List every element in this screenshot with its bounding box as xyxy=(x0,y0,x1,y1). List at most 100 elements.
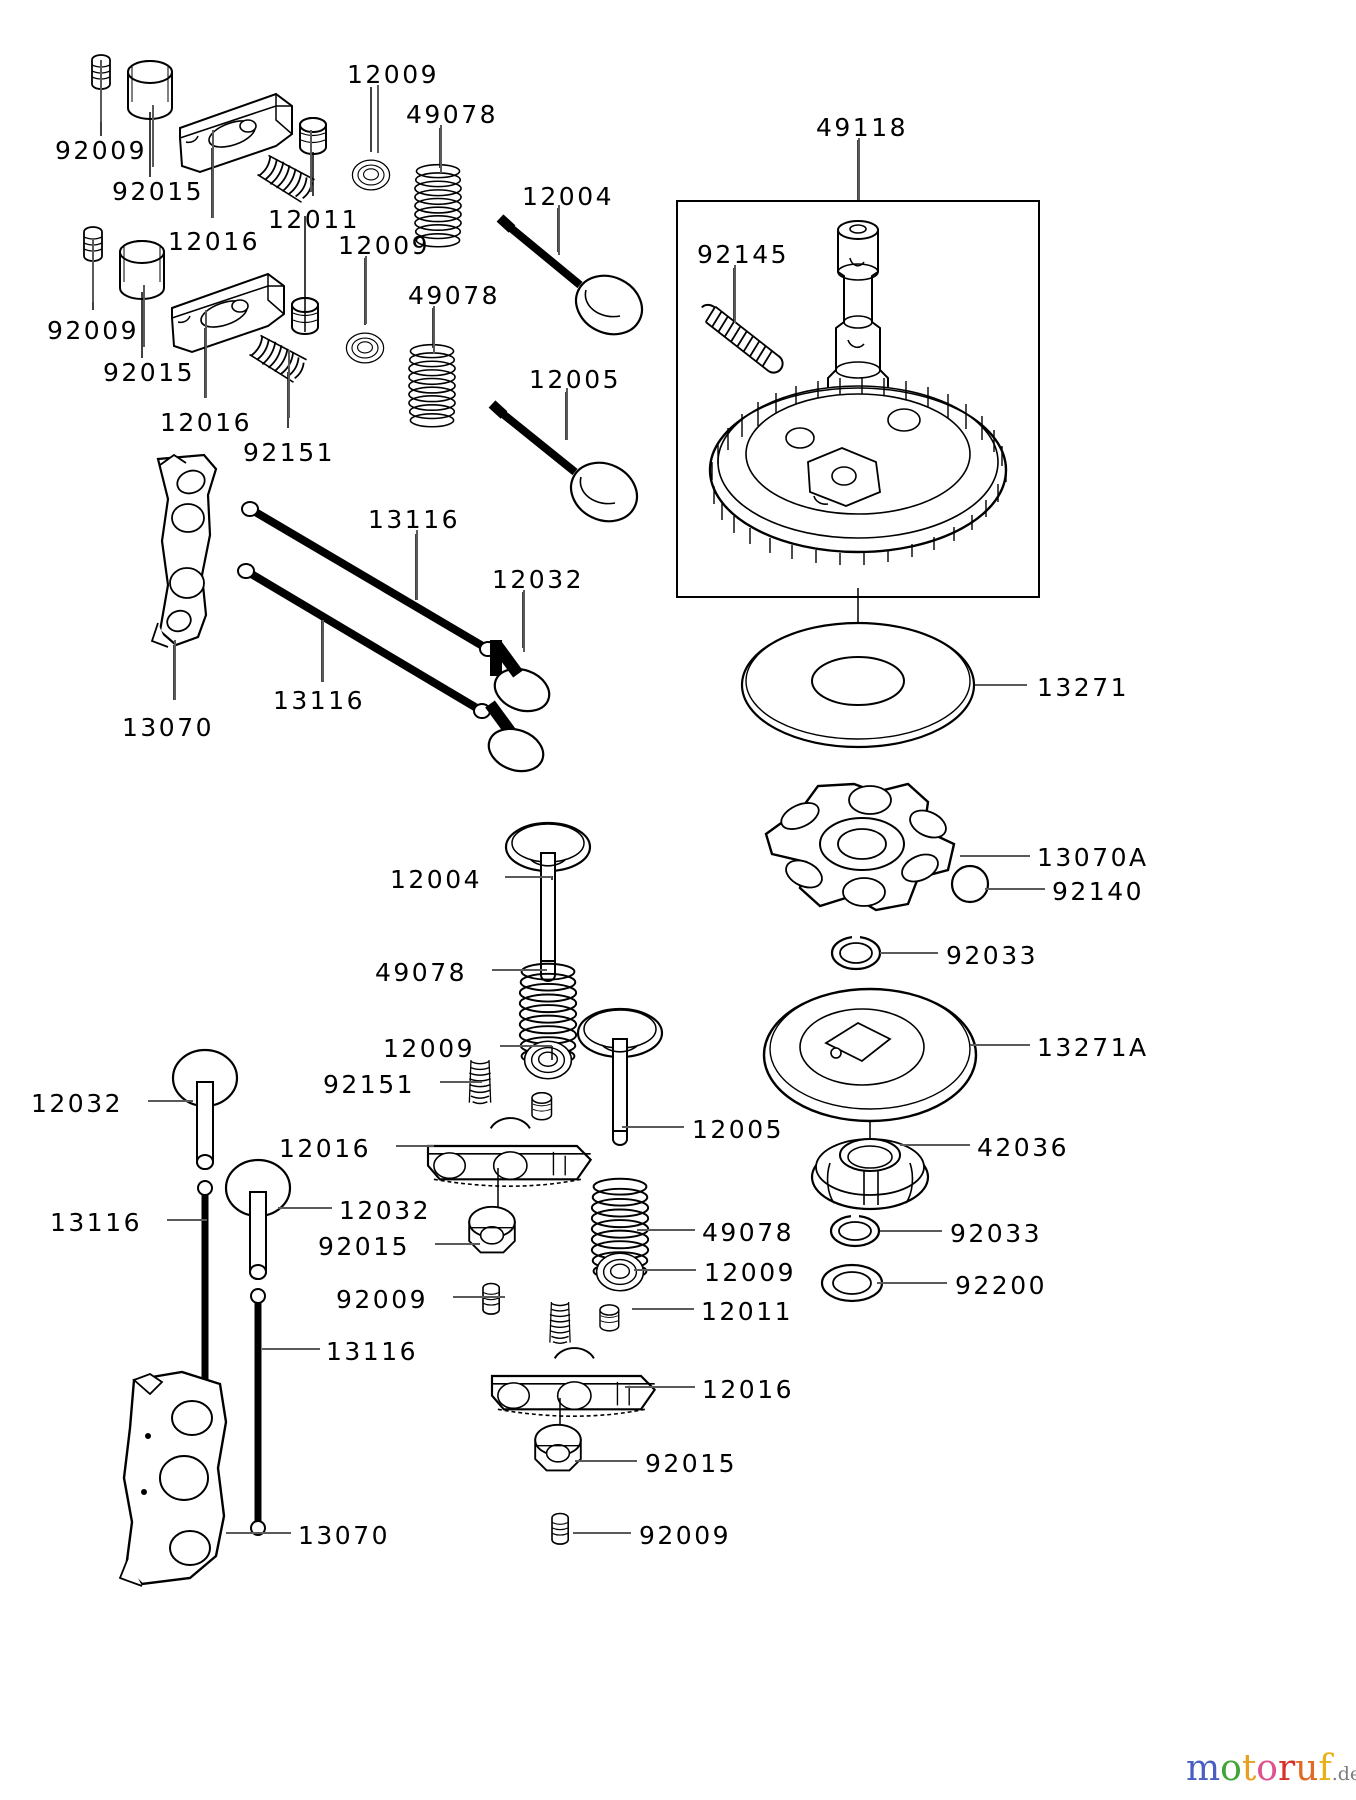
part-label-12011: 12011 xyxy=(701,1297,794,1326)
part-label-12016: 12016 xyxy=(702,1375,795,1404)
leader-line xyxy=(523,590,525,652)
leader-line xyxy=(970,1044,1030,1046)
part-label-92033: 92033 xyxy=(950,1219,1043,1248)
watermark-letter: f xyxy=(1318,1748,1332,1789)
leader-line xyxy=(365,256,367,324)
part-label-12005: 12005 xyxy=(692,1115,785,1144)
leader-line xyxy=(262,1348,320,1350)
watermark-letter: m xyxy=(1186,1748,1221,1789)
part-label-12009: 12009 xyxy=(338,231,431,260)
leader-line xyxy=(152,105,154,167)
part-label-13070: 13070 xyxy=(122,713,215,742)
leader-line xyxy=(322,620,324,682)
part-label-13271a: 13271A xyxy=(1037,1033,1149,1062)
leader-line xyxy=(558,205,560,255)
leader-line xyxy=(377,85,379,153)
part-label-92009: 92009 xyxy=(639,1521,732,1550)
watermark-letter: o xyxy=(1220,1748,1242,1789)
part-label-12016: 12016 xyxy=(160,408,253,437)
part-label-12009: 12009 xyxy=(704,1258,797,1287)
watermark-suffix: .de xyxy=(1331,1763,1356,1785)
part-label-12011: 12011 xyxy=(268,205,361,234)
watermark-letter: u xyxy=(1295,1748,1319,1789)
part-label-12004: 12004 xyxy=(522,182,615,211)
part-label-92151: 92151 xyxy=(323,1070,416,1099)
leader-line xyxy=(148,1100,193,1102)
part-label-12032: 12032 xyxy=(31,1089,124,1118)
part-label-92200: 92200 xyxy=(955,1271,1048,1300)
part-label-12032: 12032 xyxy=(339,1196,432,1225)
leader-line xyxy=(440,1081,482,1083)
leader-line xyxy=(212,130,214,218)
part-label-13116: 13116 xyxy=(368,505,461,534)
part-label-12005: 12005 xyxy=(529,365,622,394)
part-label-12009: 12009 xyxy=(347,60,440,89)
part-label-12009: 12009 xyxy=(383,1034,476,1063)
ball-92140 xyxy=(950,864,990,904)
leader-line xyxy=(416,530,418,600)
leader-line xyxy=(566,388,568,440)
leader-line xyxy=(900,1144,970,1146)
part-label-92140: 92140 xyxy=(1052,877,1145,906)
leader-line xyxy=(310,130,312,192)
leader-line xyxy=(174,640,176,700)
part-label-12016: 12016 xyxy=(168,227,261,256)
leader-line xyxy=(622,1126,684,1128)
leader-line xyxy=(492,969,547,971)
leader-line xyxy=(92,240,94,302)
leader-line xyxy=(278,1207,332,1209)
part-label-92009: 92009 xyxy=(47,316,140,345)
part-label-92015: 92015 xyxy=(318,1232,411,1261)
part-label-12016: 12016 xyxy=(279,1134,372,1163)
part-label-49118: 49118 xyxy=(816,113,909,142)
leader-line xyxy=(637,1229,695,1231)
leader-line xyxy=(288,350,290,418)
leader-line xyxy=(632,1308,694,1310)
leader-line xyxy=(505,876,552,878)
camshaft-assembly-box xyxy=(676,200,1040,598)
leader-line xyxy=(226,1532,291,1534)
part-label-13116: 13116 xyxy=(50,1208,143,1237)
part-label-49078: 49078 xyxy=(375,958,468,987)
part-label-42036: 42036 xyxy=(977,1133,1070,1162)
leader-line xyxy=(205,310,207,398)
leader-line xyxy=(143,285,145,347)
watermark-letter: t xyxy=(1241,1748,1257,1789)
part-label-92015: 92015 xyxy=(645,1449,738,1478)
leader-line xyxy=(396,1145,434,1147)
leader-line xyxy=(880,1230,942,1232)
part-label-49078: 49078 xyxy=(408,281,501,310)
watermark-motoruf: motoruf.de xyxy=(1186,1748,1356,1789)
part-label-92015: 92015 xyxy=(112,177,205,206)
leader-line xyxy=(573,1532,631,1534)
leader-line xyxy=(433,306,435,354)
part-label-92151: 92151 xyxy=(243,438,336,467)
part-label-12004: 12004 xyxy=(390,865,483,894)
leader-line xyxy=(975,684,1027,686)
leader-line xyxy=(877,1282,947,1284)
watermark-letter: r xyxy=(1277,1748,1296,1789)
leader-line xyxy=(880,952,938,954)
leader-line xyxy=(453,1296,505,1298)
part-label-92009: 92009 xyxy=(55,136,148,165)
leader-line xyxy=(960,855,1030,857)
part-label-92009: 92009 xyxy=(336,1285,429,1314)
leader-line xyxy=(500,1045,552,1047)
part-label-92015: 92015 xyxy=(103,358,196,387)
part-label-92145: 92145 xyxy=(697,240,790,269)
part-label-13070a: 13070A xyxy=(1037,843,1149,872)
part-label-13116: 13116 xyxy=(326,1337,419,1366)
part-label-49078: 49078 xyxy=(406,100,499,129)
part-label-12032: 12032 xyxy=(492,565,585,594)
leader-line xyxy=(858,138,860,200)
leader-line xyxy=(734,265,736,323)
part-label-13271: 13271 xyxy=(1037,673,1130,702)
part-label-13116: 13116 xyxy=(273,686,366,715)
leader-line xyxy=(440,125,442,173)
leader-line xyxy=(435,1243,480,1245)
part-label-49078: 49078 xyxy=(702,1218,795,1247)
leader-line xyxy=(100,60,102,122)
watermark-letter: o xyxy=(1256,1748,1278,1789)
leader-line xyxy=(625,1386,695,1388)
